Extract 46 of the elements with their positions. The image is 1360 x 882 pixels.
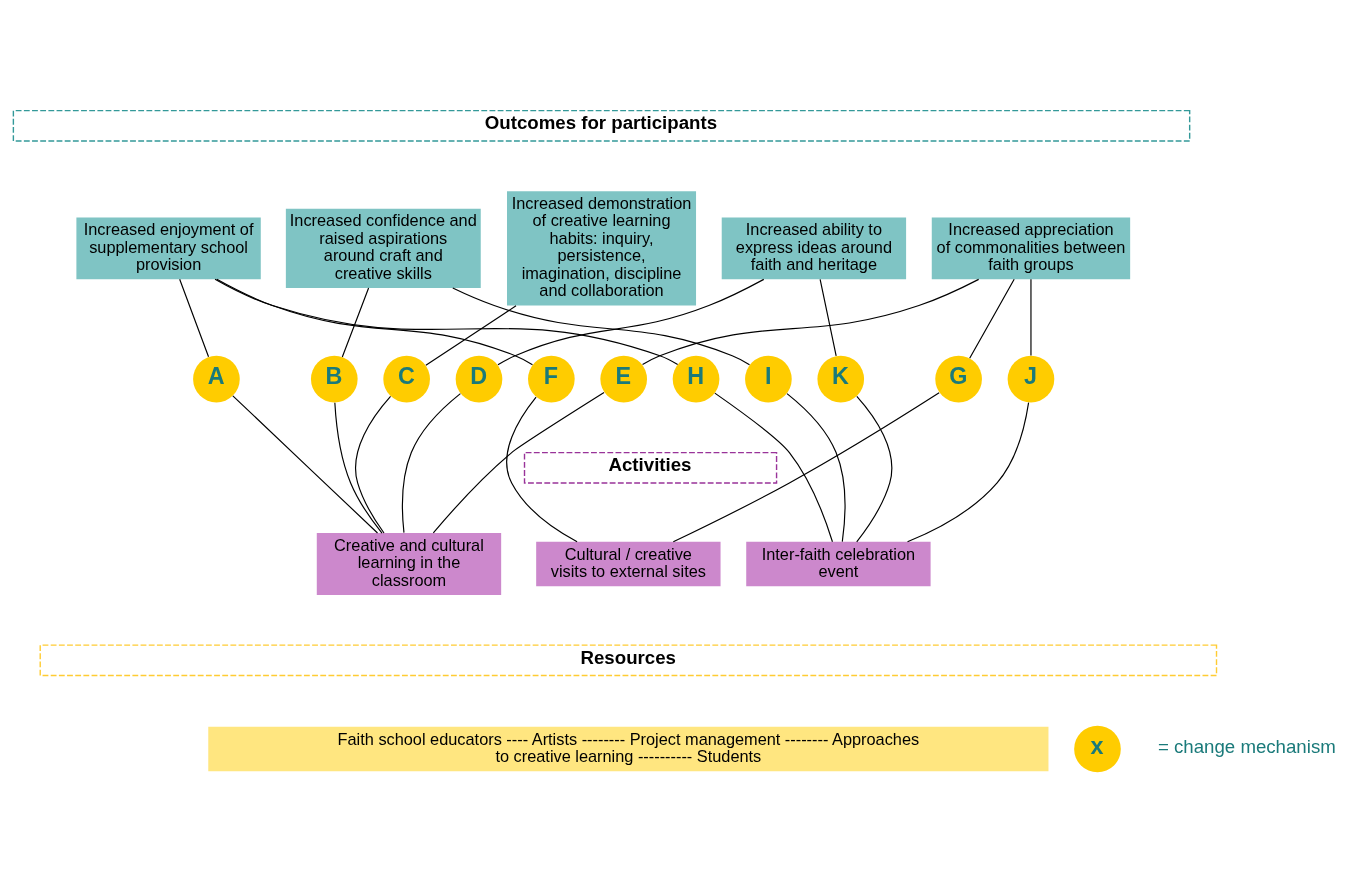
- connector: [214, 278, 679, 365]
- node-box: Increased confidence and raised aspirations around craft and creative skills: [285, 208, 481, 288]
- node-box: Inter-faith celebration event: [746, 541, 931, 586]
- connector: [497, 278, 765, 365]
- node-box: Increased demonstration of creative learning habits: inquiry, persistence, imagination, discipline and collaboration: [507, 190, 697, 306]
- connector: [334, 401, 383, 534]
- connector: [786, 392, 846, 542]
- node-box: Increased appreciation of commonalities between faith groups: [931, 216, 1131, 279]
- node-circle: K: [817, 355, 865, 402]
- node-circle: A: [193, 355, 240, 402]
- node-box: Activities: [523, 451, 778, 484]
- node-circle: D: [455, 355, 503, 402]
- connector: [506, 396, 578, 542]
- connector: [714, 392, 834, 542]
- node-circle: G: [935, 355, 982, 402]
- node-circle: J: [1007, 355, 1055, 402]
- connector: [232, 394, 379, 534]
- connector: [432, 391, 605, 533]
- node-circle: I: [745, 355, 792, 402]
- node-box: Increased ability to express ideas around faith and heritage: [721, 216, 907, 279]
- node-circle: E: [600, 355, 648, 402]
- node-label: = change mechanism: [1157, 735, 1336, 757]
- connector: [819, 278, 837, 356]
- connector: [354, 395, 392, 534]
- connector: [856, 395, 893, 542]
- connector: [969, 278, 1015, 359]
- node-circle: F: [528, 355, 575, 402]
- connector: [179, 278, 210, 357]
- node-box: Increased enjoyment of supplementary school provision: [76, 216, 261, 279]
- connector: [341, 286, 370, 358]
- connector: [425, 304, 517, 366]
- connector: [452, 287, 751, 365]
- node-box: Outcomes for participants: [12, 109, 1191, 142]
- node-circle: x: [1074, 725, 1121, 772]
- node-box: Resources: [39, 643, 1218, 676]
- node-circle: B: [310, 355, 358, 402]
- node-circle: H: [672, 355, 720, 402]
- connector: [641, 278, 980, 365]
- node-box: Cultural / creative visits to external sites: [536, 541, 721, 586]
- connector: [672, 391, 940, 542]
- connector: [216, 278, 534, 365]
- connector: [906, 401, 1030, 542]
- node-box: Faith school educators ---- Artists -------- Project management -------- Approaches to creative learning ---------- Students: [208, 726, 1049, 771]
- node-box: Creative and cultural learning in the classroom: [316, 532, 502, 595]
- node-circle: C: [383, 355, 430, 402]
- connector: [401, 392, 461, 533]
